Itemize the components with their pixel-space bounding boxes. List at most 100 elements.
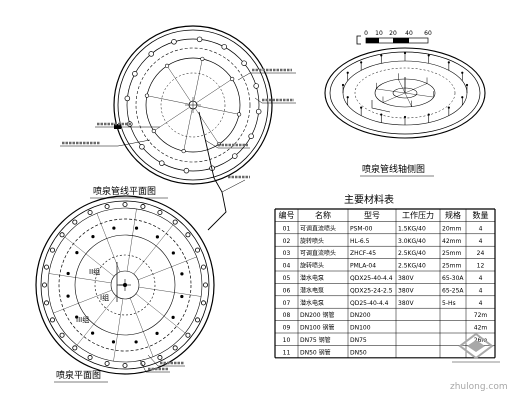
scale-bar-segment (366, 38, 379, 43)
table-cell: 06 (283, 287, 291, 294)
leader-line (204, 139, 250, 149)
group-nozzle (112, 226, 116, 230)
nozzle (221, 44, 227, 50)
branch-pipe (197, 78, 233, 103)
pipeline-plan-drawing (60, 25, 296, 231)
group-nozzle (171, 251, 175, 255)
nozzle (255, 108, 262, 115)
branch-pipe (138, 286, 202, 297)
table-header-cell: 规格 (445, 210, 461, 220)
nozzle (148, 51, 154, 57)
nozzle (44, 264, 50, 270)
group-nozzle (171, 315, 175, 319)
nozzle (172, 345, 178, 351)
branch-pipe (135, 293, 186, 334)
table-cell: 380V (398, 287, 414, 294)
axo-nozzle-head (346, 96, 349, 99)
group-nozzle (155, 331, 159, 335)
nozzle (195, 247, 201, 253)
table-cell: 04 (283, 263, 291, 270)
branch-pipe (183, 109, 193, 152)
nozzle (59, 332, 65, 338)
plan-ring (40, 200, 210, 370)
branch-pipe (193, 58, 203, 101)
table-cell: DN75 钢管 (300, 336, 331, 344)
nozzle (202, 282, 208, 288)
center-nozzle (123, 283, 127, 287)
table-cell: QDX25-40-4.4 (350, 275, 393, 282)
axonometric-drawing (324, 47, 486, 139)
nozzle (87, 209, 93, 215)
table-cell: 05 (283, 275, 291, 282)
group-nozzle (180, 272, 184, 276)
table-cell: 25mm (442, 263, 461, 270)
axo-nozzle-head (341, 83, 345, 87)
plan-ring (113, 25, 273, 185)
plan-ring (47, 207, 203, 363)
nozzle (171, 39, 177, 45)
table-cell: 42m (474, 325, 488, 332)
axo-branch-pipe (404, 92, 412, 107)
nozzle (200, 300, 206, 306)
table-cell: DN50 钢管 (300, 348, 331, 356)
table-cell: DN100 钢管 (300, 324, 334, 332)
nozzle (248, 133, 254, 139)
table-cell: QDX25-24-2.5 (350, 287, 393, 294)
table-header-cell: 数量 (473, 210, 489, 220)
table-cell: 02 (283, 238, 291, 245)
table-cell: 潜水电泵 (300, 299, 324, 307)
nozzle (104, 360, 110, 366)
nozzle (72, 345, 78, 351)
table-cell: 12 (477, 263, 485, 270)
table-header-cell: 型号 (364, 211, 380, 220)
table-cell: 65-25A (442, 287, 464, 294)
axo-branch-pipe (376, 88, 406, 94)
plan-ring (58, 218, 192, 352)
table-cell: DN200 (350, 312, 371, 319)
leader-line (221, 179, 246, 193)
nozzle (172, 219, 178, 225)
table-cell: 4 (479, 225, 483, 232)
nozzle (232, 153, 238, 159)
axo-branch-pipe (382, 92, 406, 103)
nozzle (124, 95, 131, 102)
axo-supply-pipe (371, 100, 391, 113)
branch-pipe (197, 105, 240, 115)
leader-line (237, 72, 296, 81)
nozzle (49, 317, 55, 323)
table-cell: PMLA-04 (350, 263, 376, 270)
group-nozzle (180, 294, 184, 299)
leader-line (60, 139, 151, 147)
table-cell: 4 (479, 287, 483, 294)
table-cell: 4 (479, 275, 483, 282)
table-cell: 09 (283, 325, 291, 332)
nozzle (157, 355, 163, 361)
inner-nozzle (144, 93, 150, 98)
axo-nozzle-head (380, 54, 383, 57)
overflow-outlet (114, 124, 121, 129)
table-header-cell: 名称 (315, 210, 331, 220)
branch-pipe (146, 95, 189, 105)
table-cell: 01 (283, 225, 291, 232)
table-cell: 旋转喷头 (300, 262, 324, 270)
table-cell: 潜水电泵 (300, 286, 324, 294)
table-cell: 4 (479, 300, 483, 307)
table-cell: 潜水电泵 (300, 274, 324, 282)
nozzle (44, 300, 50, 306)
table-cell: 24 (477, 250, 485, 257)
table-cell: 2.5KG/40 (398, 250, 426, 257)
branch-pipe (129, 297, 154, 357)
table-cell: 72m (474, 312, 488, 319)
branch-pipe (113, 298, 124, 362)
supply-pipe (198, 111, 227, 231)
table-cell: ZHCF-45 (350, 250, 376, 257)
axo-nozzle-head (447, 106, 450, 109)
nozzle (200, 264, 206, 270)
materials-table-title: 主要材料表 (344, 193, 394, 206)
table-header-cell: 编号 (279, 210, 295, 220)
inner-nozzle (151, 128, 156, 134)
nozzle (104, 204, 110, 210)
